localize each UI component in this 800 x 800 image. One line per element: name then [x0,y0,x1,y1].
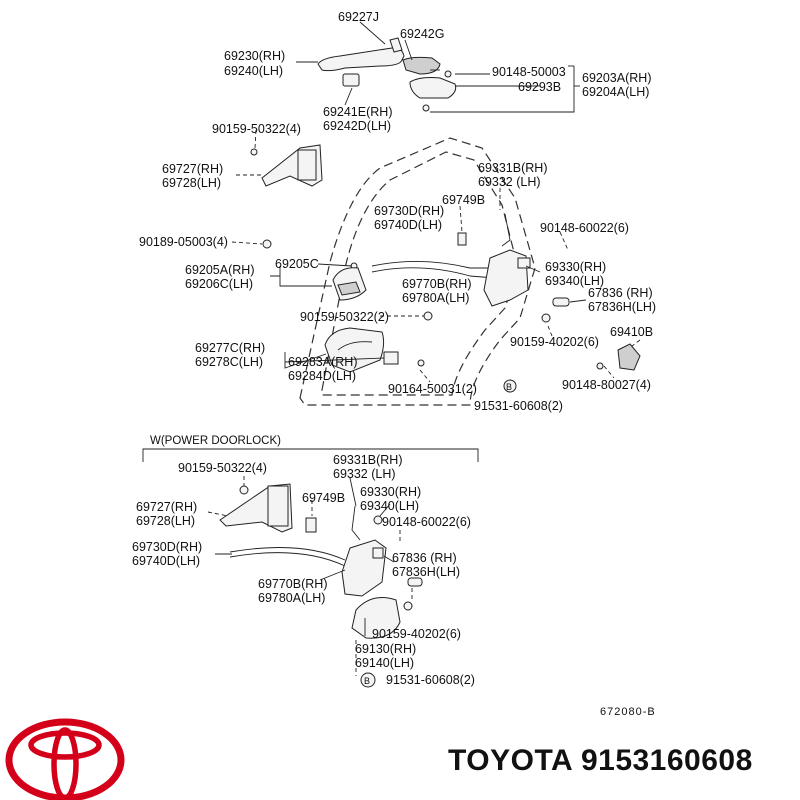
toyota-logo-icon [5,718,125,800]
lower-parts [219,483,423,688]
label-69727: 69727(RH) [162,162,223,176]
label-90148-80027: 90148-80027(4) [562,378,651,392]
label-90159-40202: 90159-40202(6) [510,335,599,349]
label-69277C: 69277C(RH) [195,341,265,355]
label-69331B: 69331B(RH) [478,161,547,175]
label-69340-lower: 69340(LH) [360,499,419,513]
label-67836-lower: 67836 (RH) [392,551,457,565]
label-69770B-lower: 69770B(RH) [258,577,327,591]
label-69330: 69330(RH) [545,260,606,274]
label-69278C: 69278C(LH) [195,355,263,369]
label-69332: 69332 (LH) [478,175,541,189]
label-69203A: 69203A(RH) [582,71,651,85]
label-69780A: 69780A(LH) [402,291,469,305]
label-69242D: 69242D(LH) [323,119,391,133]
circle-b-label: B [506,382,512,392]
circle-b-label-lower: B [364,676,370,686]
label-69204A: 69204A(LH) [582,85,649,99]
label-90159-40202-lower: 90159-40202(6) [372,627,461,641]
label-69749B: 69749B [442,193,485,207]
section-title: W(POWER DOORLOCK) [150,435,281,447]
label-69730D: 69730D(RH) [374,204,444,218]
label-69205C: 69205C [275,257,319,271]
label-69241E: 69241E(RH) [323,105,392,119]
upper-link-parts [250,144,641,371]
handle-leaders [296,21,580,113]
label-69728: 69728(LH) [162,176,221,190]
label-69749B-lower: 69749B [302,491,345,505]
part-number-caption: TOYOTA 9153160608 [448,744,753,777]
outside-handle-assembly [317,37,457,112]
label-67836H-lower: 67836H(LH) [392,565,460,579]
label-69728-lower: 69728(LH) [136,514,195,528]
label-69727-lower: 69727(RH) [136,500,197,514]
label-69283A: 69283A(RH) [288,355,357,369]
label-69293B: 69293B [518,80,561,94]
label-90159-50322-4: 90159-50322(4) [212,122,301,136]
label-69410B: 69410B [610,325,653,339]
label-69284D: 69284D(LH) [288,369,356,383]
door-outline [299,137,536,406]
label-91531-60608-lower: 91531-60608(2) [386,673,475,687]
label-90148-60022-lower: 90148-60022(6) [382,515,471,529]
label-69770B: 69770B(RH) [402,277,471,291]
label-69240: 69240(LH) [224,64,283,78]
figure-code: 672080-B [600,706,656,718]
label-69740D: 69740D(LH) [374,218,442,232]
label-69242G: 69242G [400,27,444,41]
label-90148-50003: 90148-50003 [492,65,566,79]
upper-leaders [231,129,641,383]
section-bracket [142,448,479,462]
label-69340: 69340(LH) [545,274,604,288]
label-90189-05003: 90189-05003(4) [139,235,228,249]
label-69140: 69140(LH) [355,656,414,670]
label-69206C: 69206C(LH) [185,277,253,291]
label-90159-50322-4-lower: 90159-50322(4) [178,461,267,475]
label-67836: 67836 (RH) [588,286,653,300]
label-90159-50322-2: 90159-50322(2) [300,310,389,324]
label-69780A-lower: 69780A(LH) [258,591,325,605]
label-90148-60022: 90148-60022(6) [540,221,629,235]
label-69330-lower: 69330(RH) [360,485,421,499]
label-67836H: 67836H(LH) [588,300,656,314]
label-69730D-lower: 69730D(RH) [132,540,202,554]
label-69331B-lower: 69331B(RH) [333,453,402,467]
label-69332-lower: 69332 (LH) [333,467,396,481]
label-69230: 69230(RH) [224,49,285,63]
label-69130: 69130(RH) [355,642,416,656]
label-91531-60608: 91531-60608(2) [474,399,563,413]
label-69740D-lower: 69740D(LH) [132,554,200,568]
label-69227J: 69227J [338,10,379,24]
label-69205A: 69205A(RH) [185,263,254,277]
lower-leaders [207,476,413,676]
label-90164-50031: 90164-50031(2) [388,382,477,396]
